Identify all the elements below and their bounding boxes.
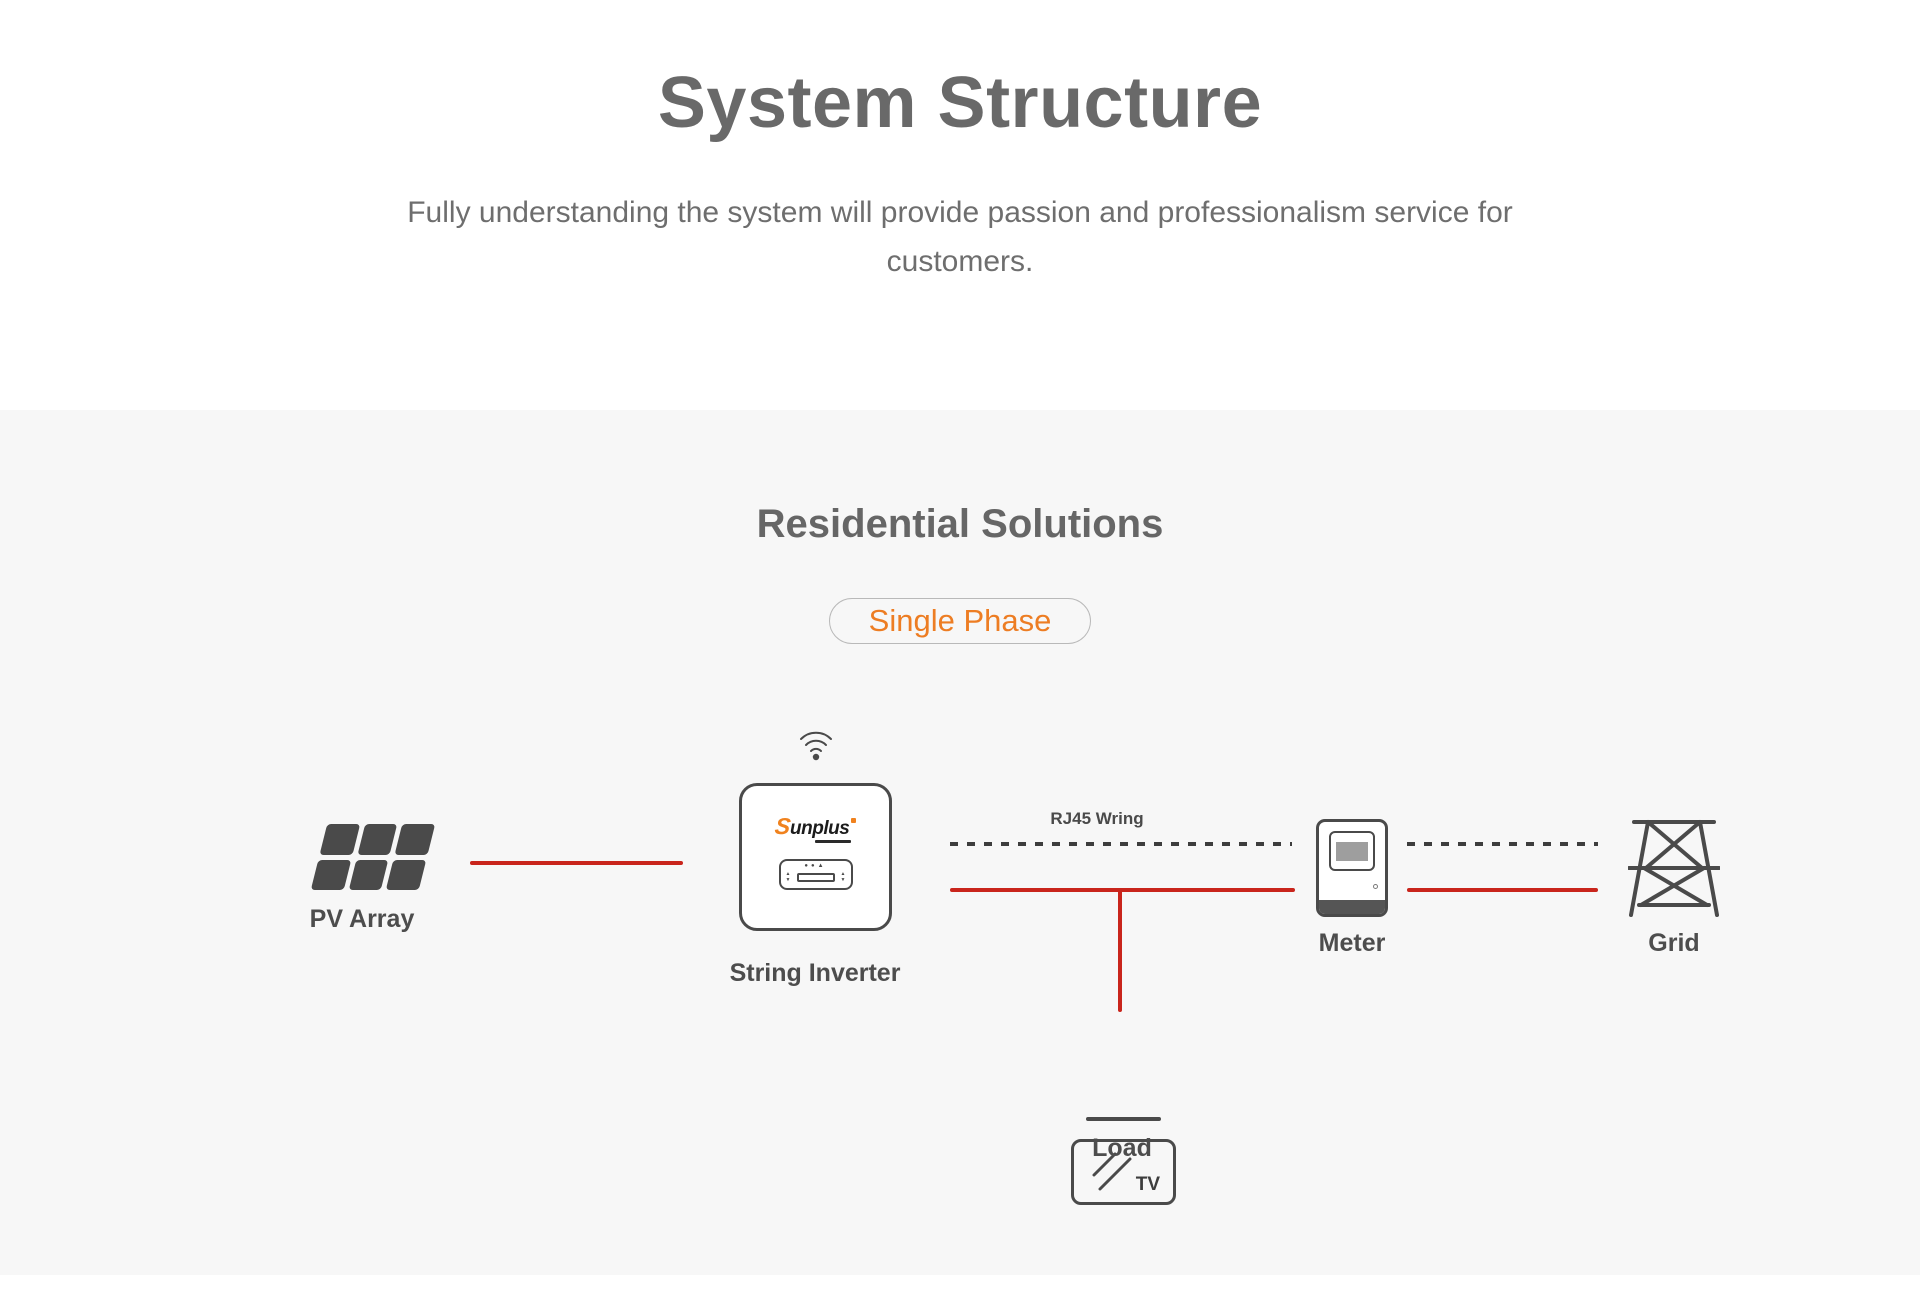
load-tv-icon: TV	[1071, 1139, 1176, 1205]
power-line-inverter-meter	[950, 888, 1295, 892]
logo-dot	[851, 818, 857, 823]
tv-stand	[1086, 1117, 1161, 1121]
power-line-meter-grid	[1407, 888, 1598, 892]
residential-solutions-section: Residential Solutions Single Phase PV Ar…	[0, 410, 1920, 1275]
single-phase-label: Single Phase	[868, 603, 1052, 638]
grid-tower-icon	[1628, 815, 1720, 919]
load-label: Load	[1092, 1134, 1152, 1162]
section-heading: Residential Solutions	[756, 502, 1164, 546]
single-phase-tab[interactable]: Single Phase	[829, 598, 1091, 644]
power-line-pv-inverter	[470, 861, 683, 865]
power-line-load-branch	[1118, 890, 1122, 1012]
rj45-line-meter-grid	[1407, 842, 1598, 846]
string-inverter-label: String Inverter	[729, 959, 901, 987]
rj45-wiring-label: RJ45 Wring	[1050, 809, 1144, 828]
meter-label: Meter	[1318, 929, 1386, 957]
inverter-control-panel: ●●▲ ▲▼ ▲▼	[778, 859, 853, 890]
wifi-icon	[797, 726, 835, 764]
hero-section: System Structure Fully understanding the…	[0, 0, 1920, 410]
page-title: System Structure	[657, 63, 1263, 143]
tv-screen-text: TV	[1135, 1174, 1160, 1195]
meter-base	[1319, 900, 1385, 914]
grid-label: Grid	[1648, 929, 1700, 957]
page-subtitle: Fully understanding the system will prov…	[407, 196, 1513, 278]
logo-tagline	[815, 840, 851, 843]
meter-button	[1373, 884, 1378, 889]
meter-screen	[1329, 831, 1375, 871]
pv-array-icon	[310, 824, 436, 890]
meter-device	[1316, 819, 1388, 917]
rj45-line-inverter-meter	[950, 842, 1292, 846]
inverter-display	[796, 873, 835, 882]
pv-array-label: PV Array	[309, 905, 415, 933]
logo-bolt-icon: S	[772, 813, 792, 839]
